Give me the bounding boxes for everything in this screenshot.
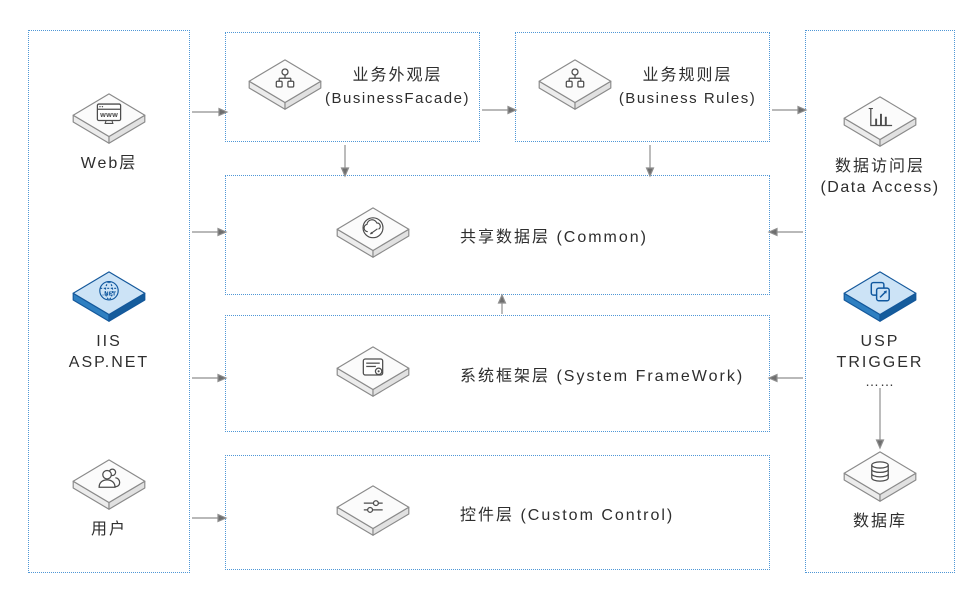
client-column: WWW Web层 .NET IIS ASP.NET [28, 30, 190, 573]
dotnet-globe-icon: .NET [72, 271, 146, 322]
pages-icon [843, 271, 917, 322]
arrow-web-to-facade [192, 107, 229, 117]
node-label: 用户 [90, 521, 127, 538]
svg-text:WWW: WWW [100, 113, 118, 119]
arrow-left-to-control [192, 513, 228, 523]
ellipsis-text: …… [865, 373, 895, 389]
arrow-left-to-framework [192, 373, 228, 383]
node-data-access: 数据访问层 (Data Access) [806, 94, 954, 198]
arrow-right-to-common [767, 227, 803, 237]
arrow-right-to-framework [767, 373, 803, 383]
node-database: 数据库 [806, 449, 954, 532]
arrow-framework-to-common [497, 293, 507, 314]
arrow-facade-to-rules [482, 105, 518, 115]
node-label: TRIGGER [836, 354, 924, 371]
node-label: ASP.NET [68, 354, 150, 371]
framework-layer-box: 系统框架层 (System FrameWork) [225, 315, 770, 432]
data-column: 数据访问层 (Data Access) USP TRIGGER …… [805, 30, 955, 573]
node-iis-aspnet: .NET IIS ASP.NET [29, 269, 189, 373]
hierarchy-icon [248, 59, 322, 110]
node-label: USP [860, 333, 900, 350]
arrow-rules-to-common [645, 145, 655, 178]
layer-title: 业务外观层 (BusinessFacade) [324, 64, 479, 110]
node-label: Web层 [80, 155, 138, 172]
layer-title-zh: 业务外观层 [352, 67, 443, 84]
node-user: 用户 [29, 457, 189, 540]
svg-text:.NET: .NET [102, 292, 116, 298]
browser-www-icon: WWW [72, 93, 146, 144]
arrow-rules-to-dataaccess [772, 105, 808, 115]
user-icon [72, 459, 146, 510]
layer-title-zh: 业务规则层 [642, 67, 733, 84]
common-layer-box: 共享数据层 (Common) [225, 175, 770, 295]
node-label: 数据库 [852, 513, 907, 530]
layer-title-en: (Business Rules) [618, 90, 757, 107]
facade-layer-box: 业务外观层 (BusinessFacade) [225, 32, 480, 142]
arrow-left-to-common [192, 227, 228, 237]
layer-title-en: (BusinessFacade) [325, 90, 470, 107]
layer-title: 业务规则层 (Business Rules) [614, 64, 769, 110]
layer-label: 共享数据层 (Common) [460, 229, 649, 246]
node-label-zh: 数据访问层 [834, 158, 925, 175]
node-usp-trigger: USP TRIGGER …… [806, 269, 954, 389]
database-icon [843, 451, 917, 502]
hierarchy-icon [538, 59, 612, 110]
form-icon [336, 345, 410, 397]
sliders-icon [336, 484, 410, 536]
layer-label: 系统框架层 (System FrameWork) [460, 367, 745, 385]
node-web-layer: WWW Web层 [29, 91, 189, 174]
layer-label: 控件层 (Custom Control) [460, 506, 675, 524]
control-layer-box: 控件层 (Custom Control) [225, 455, 770, 570]
bar-chart-icon [843, 96, 917, 147]
arrow-facade-to-common [340, 145, 350, 178]
node-label: IIS [96, 333, 122, 350]
rules-layer-box: 业务规则层 (Business Rules) [515, 32, 770, 142]
cloud-share-icon [336, 207, 410, 258]
node-label-en: (Data Access) [820, 179, 940, 196]
